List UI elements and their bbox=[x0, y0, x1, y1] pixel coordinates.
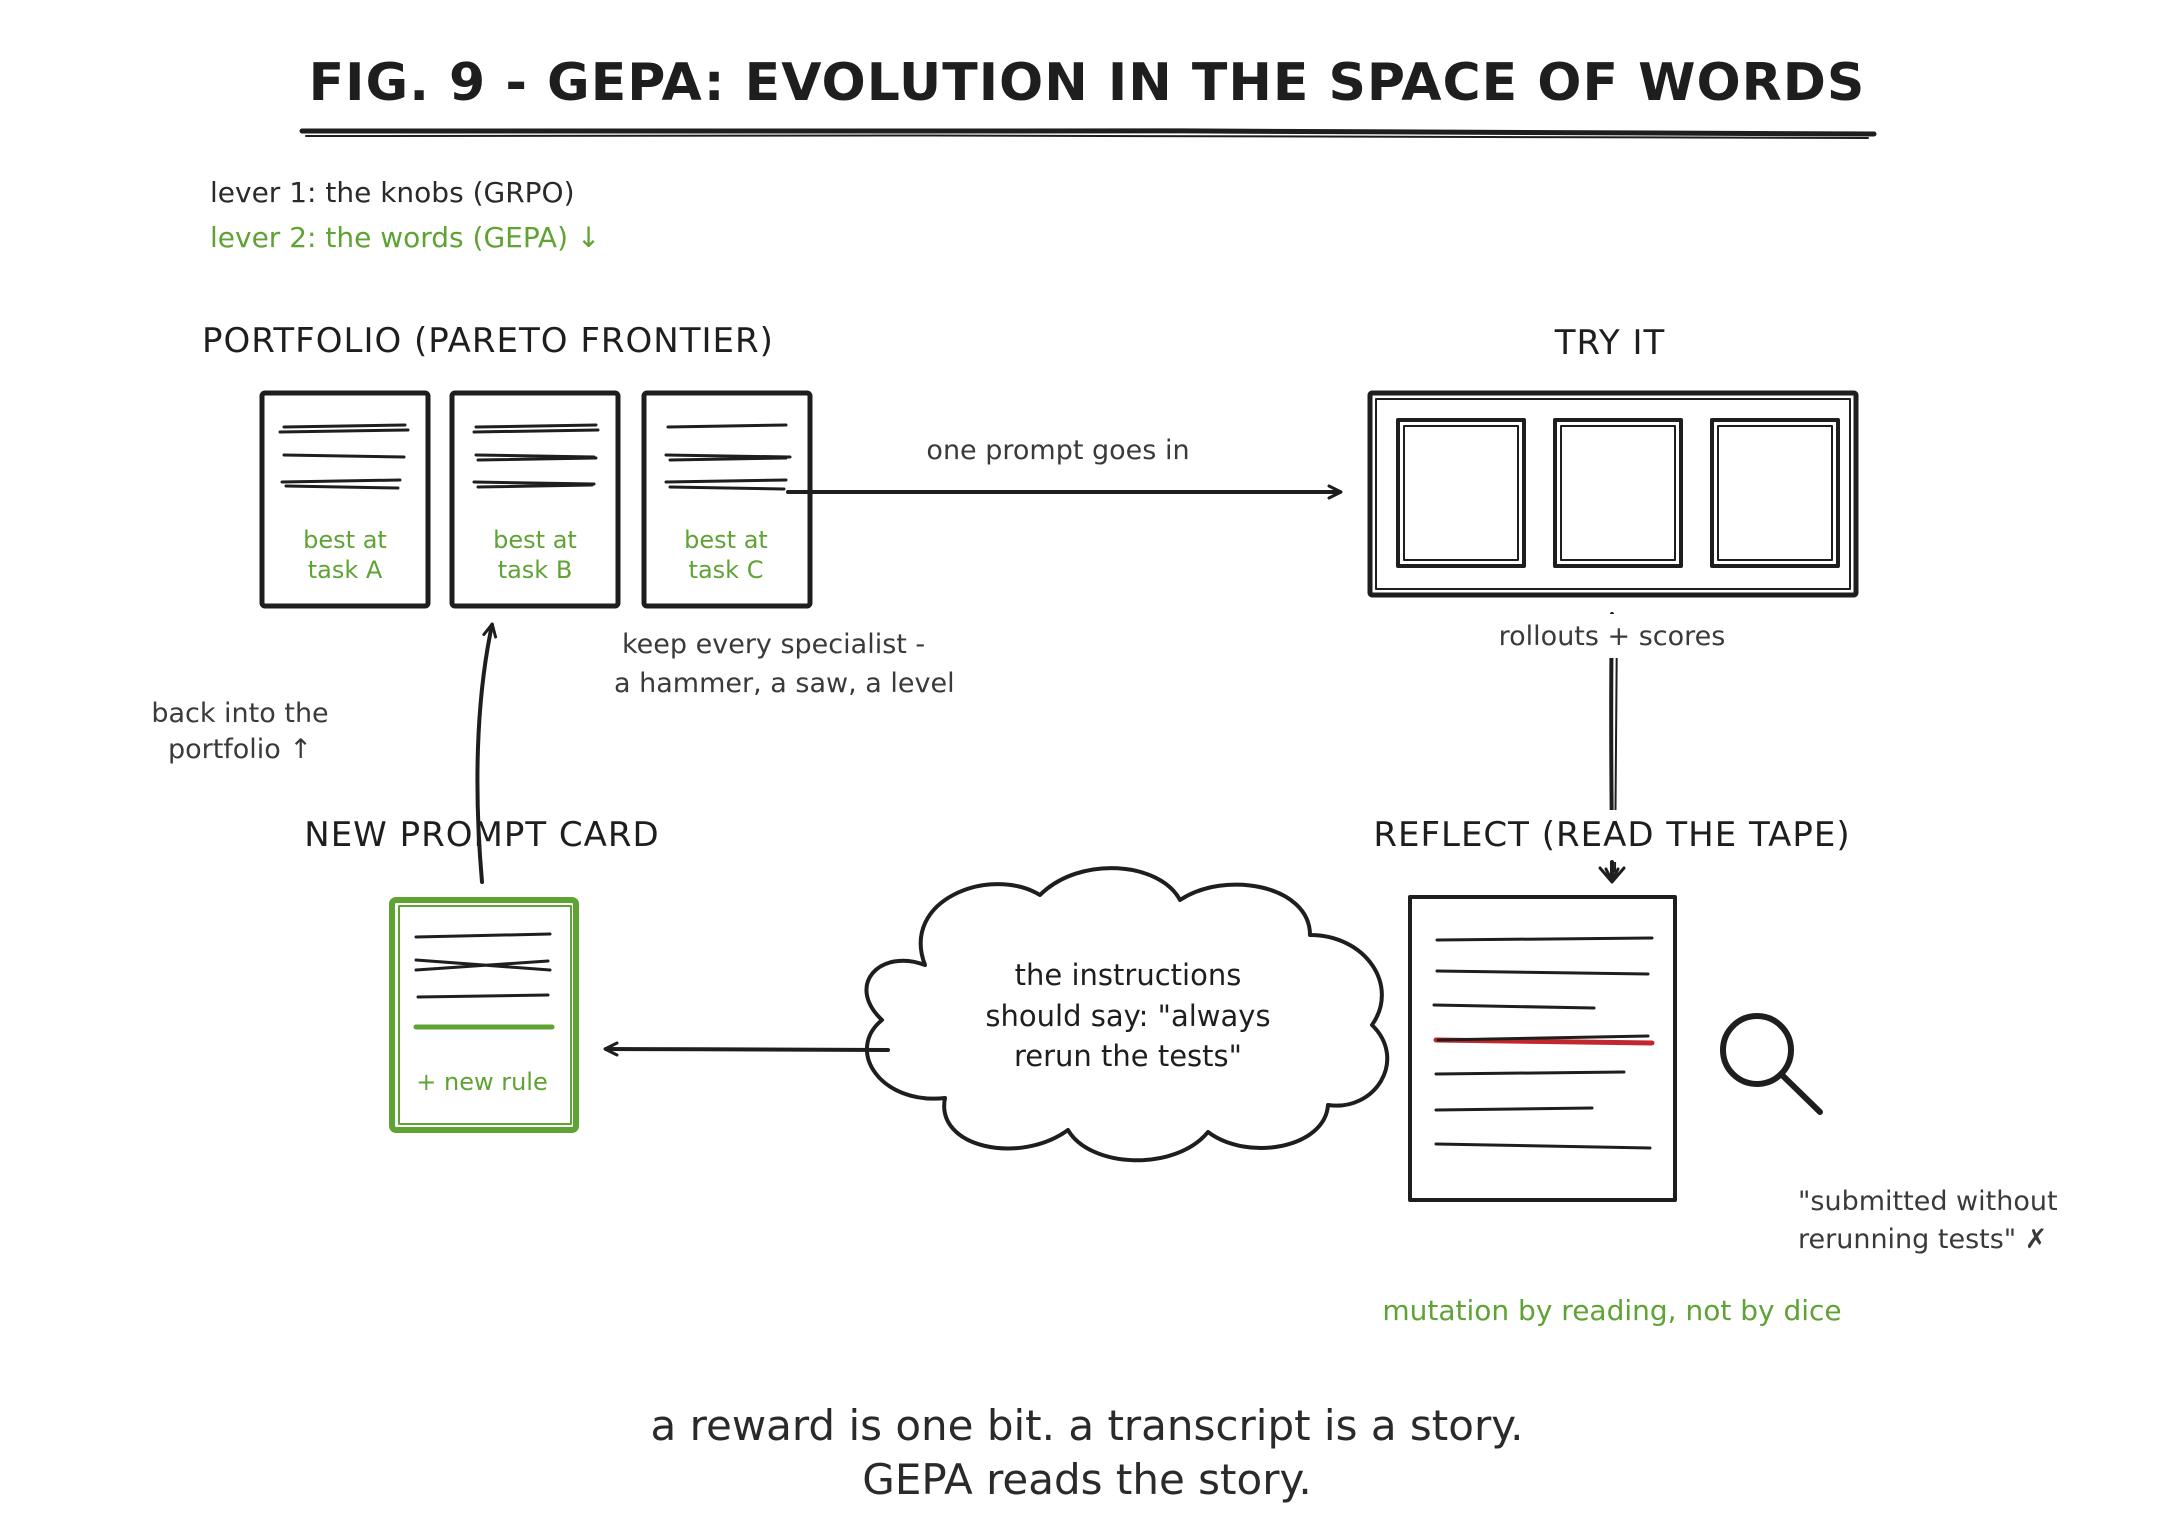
try-it-heading: TRY IT bbox=[1554, 323, 1666, 363]
card-c-line2: task C bbox=[689, 556, 764, 584]
mutation-note: mutation by reading, not by dice bbox=[1382, 1294, 1841, 1327]
back-note-line2: portfolio ↑ bbox=[168, 734, 312, 765]
cloud-line3: rerun the tests" bbox=[1014, 1039, 1242, 1073]
new-card-heading: NEW PROMPT CARD bbox=[304, 815, 659, 855]
reflect-heading: REFLECT (READ THE TAPE) bbox=[1373, 815, 1850, 855]
back-to-portfolio-arrow bbox=[475, 622, 498, 884]
card-c-line1: best at bbox=[684, 526, 768, 554]
transcript-quote-line1: "submitted without bbox=[1798, 1186, 2058, 1217]
new-prompt-card: + new rule bbox=[389, 897, 579, 1133]
specialist-note-line1: keep every specialist - bbox=[622, 629, 925, 660]
lever-2-label: lever 2: the words (GEPA) ↓ bbox=[210, 221, 600, 254]
portfolio-card-b: best at task B bbox=[449, 390, 621, 609]
back-note-line1: back into the bbox=[151, 698, 328, 729]
portfolio-card-c: best at task C bbox=[641, 390, 813, 609]
transcript-quote-line2: rerunning tests" ✗ bbox=[1798, 1224, 2047, 1255]
insight-cloud: the instructions should say: "always rer… bbox=[864, 866, 1390, 1163]
card-a-line2: task A bbox=[308, 556, 383, 584]
cloud-line2: should say: "always bbox=[985, 999, 1270, 1033]
footer-line1: a reward is one bit. a transcript is a s… bbox=[651, 1401, 1524, 1450]
rollouts-panel bbox=[1367, 390, 1859, 598]
transcript-tape bbox=[1408, 895, 1677, 1202]
card-b-line1: best at bbox=[493, 526, 577, 554]
rollouts-scores-label: rollouts + scores bbox=[1499, 621, 1726, 652]
portfolio-heading: PORTFOLIO (PARETO FRONTIER) bbox=[202, 321, 774, 361]
footer-line2: GEPA reads the story. bbox=[862, 1455, 1311, 1504]
one-prompt-label: one prompt goes in bbox=[926, 435, 1189, 466]
figure-title: FIG. 9 - GEPA: EVOLUTION IN THE SPACE OF… bbox=[309, 53, 1866, 113]
rewrite-arrow bbox=[603, 1041, 890, 1057]
portfolio-card-a: best at task A bbox=[259, 390, 431, 609]
new-rule-label: + new rule bbox=[416, 1068, 547, 1096]
magnifier-icon bbox=[1720, 1013, 1823, 1115]
lever-1-label: lever 1: the knobs (GRPO) bbox=[210, 176, 575, 209]
specialist-note-line2: a hammer, a saw, a level bbox=[614, 668, 955, 699]
cloud-line1: the instructions bbox=[1015, 958, 1242, 992]
card-a-line1: best at bbox=[303, 526, 387, 554]
card-b-line2: task B bbox=[498, 556, 573, 584]
title-underline bbox=[299, 127, 1877, 137]
